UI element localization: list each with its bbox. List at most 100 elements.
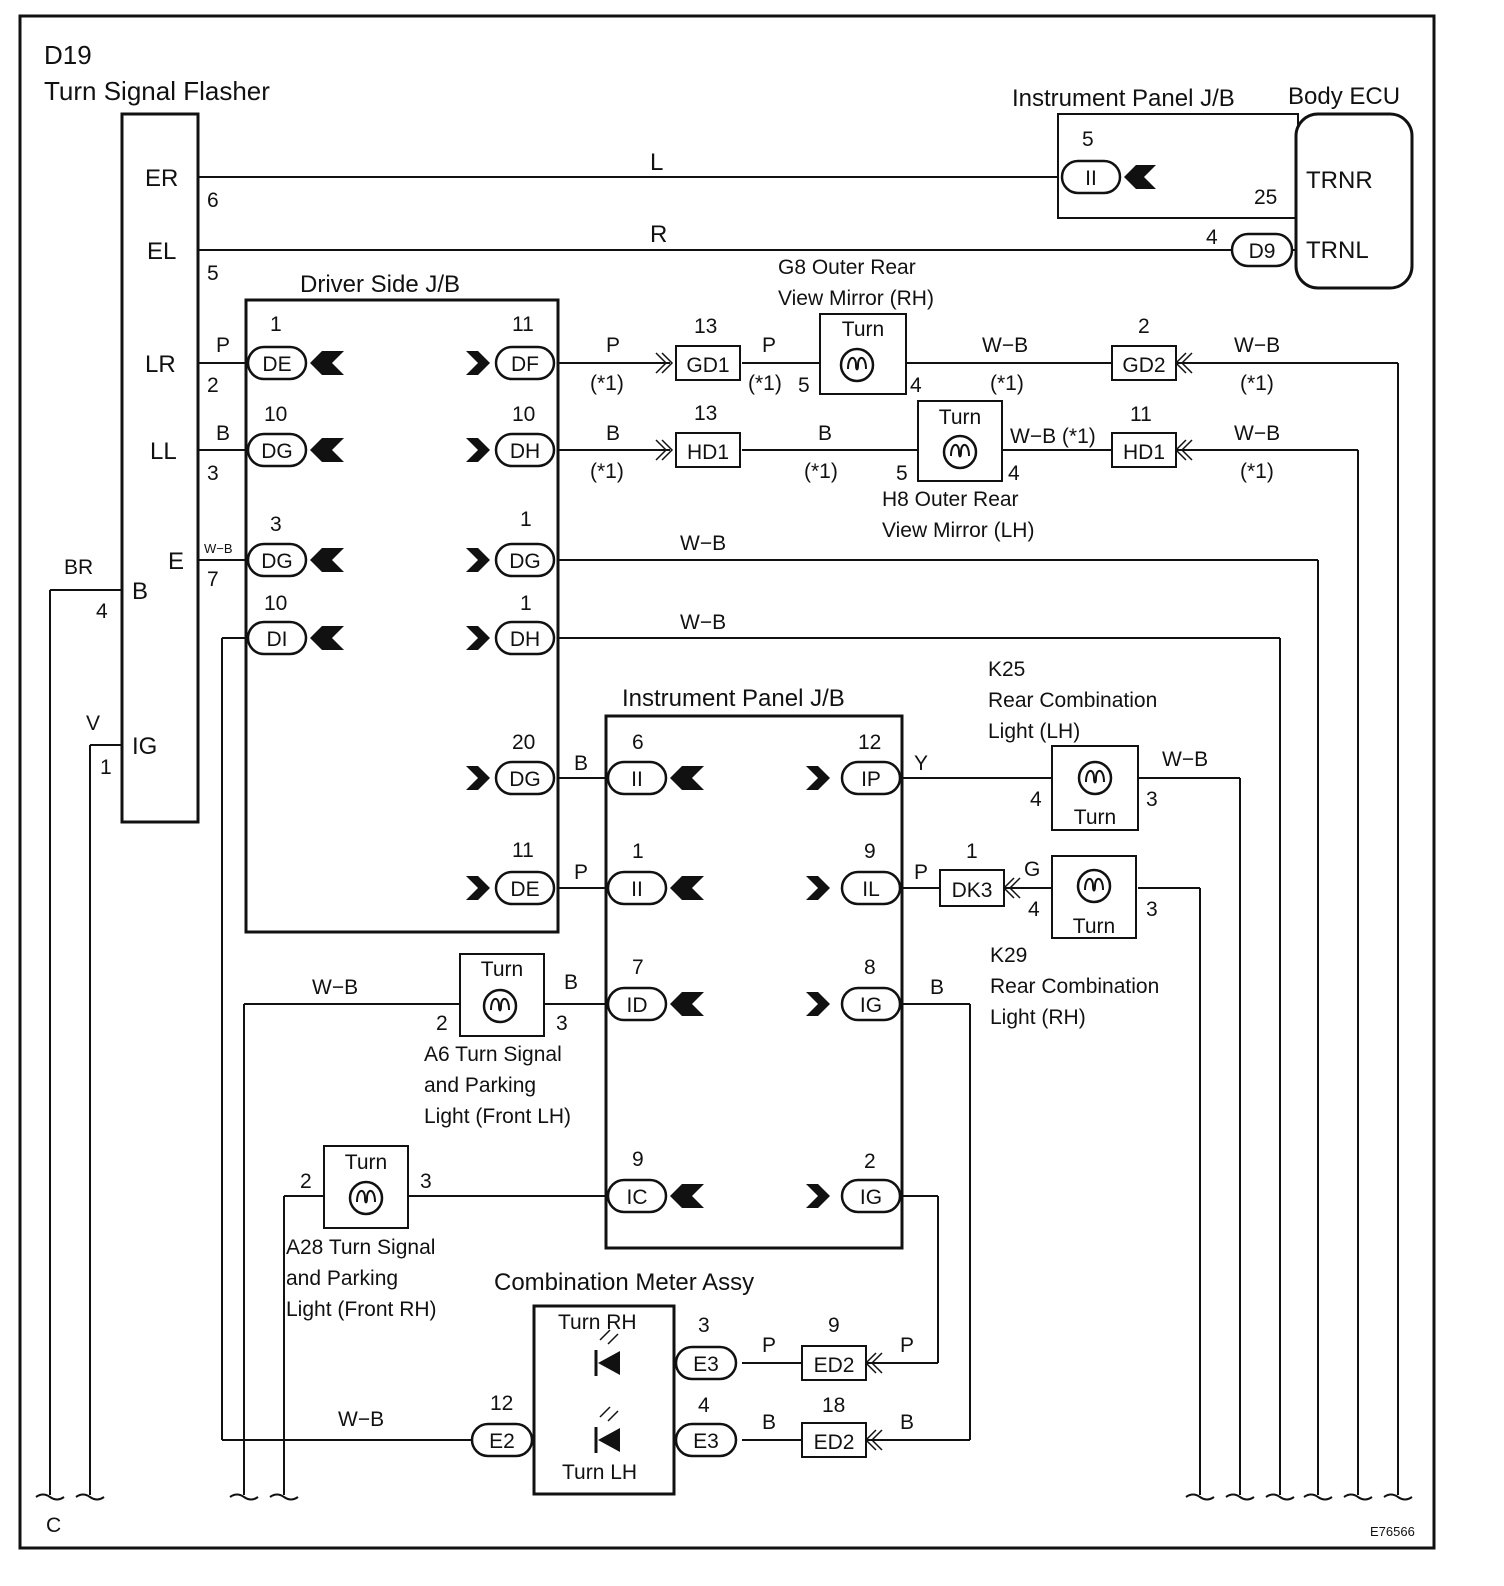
pin-dk3: 1 [966, 840, 978, 863]
ipjb-left-connectors: II 6 II 1 ID 7 IC 9 [606, 731, 704, 1214]
pin-df: 11 [512, 313, 534, 336]
star-hd1b: (*1) [1240, 460, 1274, 483]
wire-wb-g8: W−B [982, 334, 1028, 357]
combination-meter-assy: Combination Meter Assy Turn RH Turn LH [494, 1269, 754, 1496]
driver-jb-label: Driver Side J/B [300, 271, 460, 298]
wire-p-de11: P [574, 861, 588, 884]
wire-l-label: L [650, 149, 663, 176]
wire-wb-dg1: W−B [680, 532, 726, 555]
wire-br: BR [64, 556, 93, 579]
pin-de: 1 [270, 313, 282, 336]
terminal-lr: LR [145, 351, 176, 378]
pin-de-11: 11 [512, 839, 534, 862]
pin-e3a: 3 [698, 1314, 710, 1337]
pin-gd2: 2 [1138, 315, 1150, 338]
continuation-c: C [46, 1514, 61, 1537]
wire-wb-a6: W−B [312, 976, 358, 999]
g8-outer-rear-view-mirror: G8 Outer Rear View Mirror (RH) Turn 5 4 [778, 256, 934, 397]
conn-dg-1: DG [509, 550, 541, 573]
k25-label-1: K25 [988, 658, 1025, 681]
conn-dg-3: DG [261, 550, 293, 573]
pin-dg-3: 3 [270, 513, 282, 536]
page-frame [18, 14, 1436, 1550]
wire-wb-e2: W−B [338, 1408, 384, 1431]
conn-ig-2: IG [860, 1186, 882, 1209]
body-ecu-group: Instrument Panel J/B Body ECU TRNR TRNL … [1012, 83, 1414, 290]
lamp-icon [348, 1180, 384, 1216]
wire-wb-h8: W−B (*1) [1010, 425, 1096, 448]
star-hd1: (*1) [804, 460, 838, 483]
pin-ed2a: 9 [828, 1314, 840, 1337]
meter-turn-lh: Turn LH [562, 1461, 637, 1484]
g8-label-1: G8 Outer Rear [778, 256, 916, 279]
g8-pin-1: 5 [798, 374, 810, 397]
meter-turn-rh: Turn RH [558, 1311, 637, 1334]
wire-wb-gd2: W−B [1234, 334, 1280, 357]
pin-ii-6: 6 [632, 731, 644, 754]
driver-side-jb: Driver Side J/B [244, 271, 560, 934]
ipjb-label: Instrument Panel J/B [622, 685, 845, 712]
a28-label-2: and Parking [286, 1267, 398, 1290]
a6-label-1: A6 Turn Signal [424, 1043, 562, 1066]
conn-dk3-label: DK3 [952, 879, 993, 902]
pin-ig: 1 [100, 756, 112, 779]
wire-p-ed2: P [900, 1334, 914, 1357]
conn-gd2 [1111, 345, 1177, 381]
k29-label-3: Light (RH) [990, 1006, 1086, 1029]
g8-lamp-label: Turn [842, 318, 884, 341]
terminal-e: E [168, 548, 184, 575]
h8-label-1: H8 Outer Rear [882, 488, 1019, 511]
wire-wb-dh1: W−B [680, 611, 726, 634]
wire-b-e3: B [762, 1411, 776, 1434]
wire-y: Y [914, 752, 928, 775]
a6-pin-1: 2 [436, 1012, 448, 1035]
ipjb-top-conn: II [1085, 167, 1097, 190]
pin-dg-10: 10 [264, 403, 287, 426]
pin-ic: 9 [632, 1148, 644, 1171]
conn-di: DI [267, 628, 288, 651]
lamp-icon [942, 434, 978, 470]
terminal-ll: LL [150, 438, 177, 465]
wire-v: V [86, 712, 100, 735]
body-ecu-label: Body ECU [1288, 83, 1400, 110]
star-g8: (*1) [990, 372, 1024, 395]
pin-gd1: 13 [694, 315, 717, 338]
conn-e3a [674, 1345, 738, 1381]
ipjb-top-pin: 5 [1082, 128, 1094, 151]
conn-gd2-label: GD2 [1122, 354, 1165, 377]
pin-ig-8: 8 [864, 956, 876, 979]
a6-turn-signal-front-lh: Turn 2 3 A6 Turn Signal and Parking Ligh… [424, 953, 571, 1128]
conn-e3a-label: E3 [693, 1353, 719, 1376]
conn-ig-8: IG [860, 994, 882, 1017]
conn-ii-6: II [631, 768, 643, 791]
star-dh: (*1) [590, 460, 624, 483]
h8-pin-1: 5 [896, 462, 908, 485]
g8-pin-2: 4 [910, 374, 922, 397]
terminal-ig: IG [132, 733, 157, 760]
wire-b-a6: B [564, 971, 578, 994]
h8-lamp-label: Turn [939, 406, 981, 429]
conn-hd1a-label: HD1 [687, 441, 729, 464]
wire-wb-hd1b: W−B [1234, 422, 1280, 445]
pin-hd1a: 13 [694, 402, 717, 425]
wire-b-hd1: B [818, 422, 832, 445]
wire-p-il: P [914, 861, 928, 884]
pin-el: 5 [207, 262, 219, 285]
ipjb-top-label: Instrument Panel J/B [1012, 85, 1235, 112]
wire-b-ll: B [216, 422, 230, 445]
terminal-er: ER [145, 165, 178, 192]
pin-ii-1: 1 [632, 840, 644, 863]
pin-er: 6 [207, 189, 219, 212]
conn-e2 [470, 1422, 534, 1458]
lamp-icon [1076, 868, 1112, 904]
a6-label-3: Light (Front LH) [424, 1105, 571, 1128]
a28-lamp-label: Turn [345, 1151, 387, 1174]
k29-pin-2: 3 [1146, 898, 1158, 921]
conn-hd1a [675, 432, 741, 468]
a28-pin-2: 3 [420, 1170, 432, 1193]
body-ecu-trnl: TRNL [1306, 237, 1369, 264]
conn-gd1-label: GD1 [686, 354, 729, 377]
k29-rear-combination-light-rh: Turn 4 3 K29 Rear Combination Light (RH) [990, 855, 1159, 1029]
wire-p-lr: P [216, 334, 230, 357]
meter-label: Combination Meter Assy [494, 1269, 754, 1296]
